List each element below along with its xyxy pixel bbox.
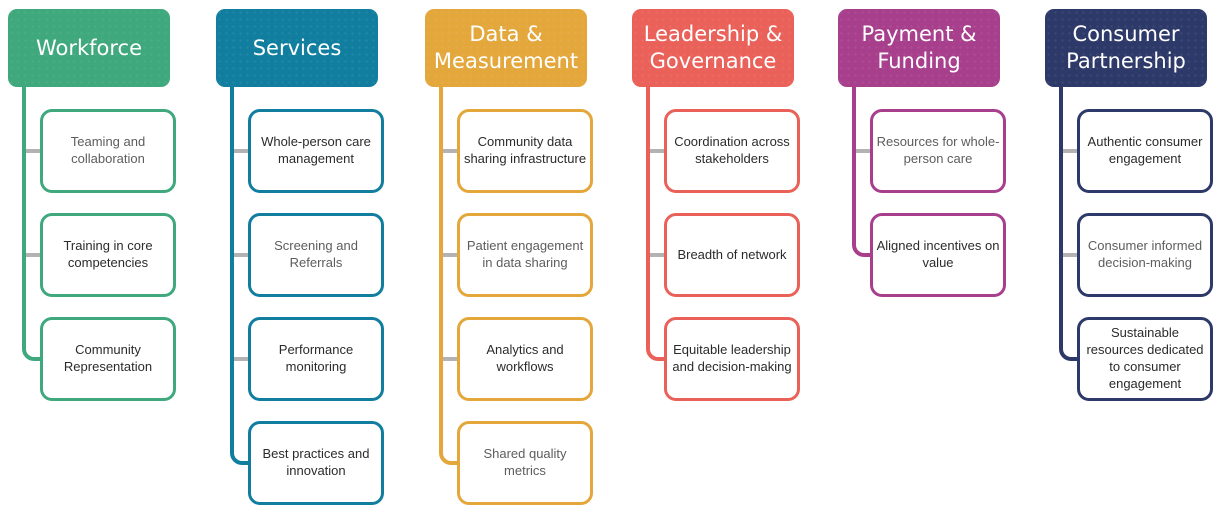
connector-stub [24, 253, 42, 257]
category-column-1: Workforce Teaming and collaboration Trai… [8, 0, 208, 521]
category-column-5: Payment & Funding Resources for whole-pe… [838, 0, 1038, 521]
category-header: Workforce [8, 9, 170, 87]
connector-elbow [852, 87, 874, 257]
connector-stub [24, 149, 42, 153]
connector-stub [232, 357, 250, 361]
category-column-6: Consumer Partnership Authentic consumer … [1045, 0, 1223, 521]
subtopic-label: Aligned incentives on value [876, 238, 1000, 270]
connector-stub [648, 149, 666, 153]
connector-elbow [22, 87, 44, 361]
subtopic-box: Equitable leadership and decision-making [664, 317, 800, 401]
category-title: Payment & Funding [861, 22, 977, 73]
subtopic-label: Resources for whole-person care [876, 134, 1000, 166]
subtopic-label: Whole-person care management [261, 134, 371, 166]
connector-elbow [230, 87, 252, 465]
subtopic-label: Training in core competencies [63, 238, 153, 270]
subtopic-label: Screening and Referrals [274, 238, 358, 270]
category-column-3: Data & Measurement Community data sharin… [425, 0, 625, 521]
category-header: Payment & Funding [838, 9, 1000, 87]
subtopic-box: Performance monitoring [248, 317, 384, 401]
connector-elbow [439, 87, 461, 465]
subtopic-label: Community Representation [63, 342, 153, 374]
subtopic-box: Sustainable resources dedicated to consu… [1077, 317, 1213, 401]
subtopic-box: Authentic consumer engagement [1077, 109, 1213, 193]
subtopic-label: Best practices and innovation [262, 446, 370, 478]
category-header: Leadership & Governance [632, 9, 794, 87]
subtopic-label: Breadth of network [677, 246, 787, 262]
connector-stub [232, 149, 250, 153]
subtopic-box: Patient engagement in data sharing [457, 213, 593, 297]
subtopic-label: Patient engagement in data sharing [466, 238, 584, 270]
connector-elbow [1059, 87, 1081, 361]
category-title: Consumer Partnership [1066, 22, 1186, 73]
subtopic-label: Coordination across stakeholders [674, 134, 790, 166]
subtopic-box: Community Representation [40, 317, 176, 401]
category-title: Services [252, 35, 342, 60]
subtopic-box: Training in core competencies [40, 213, 176, 297]
subtopic-label: Teaming and collaboration [70, 134, 146, 166]
connector-stub [1061, 253, 1079, 257]
connector-stub [854, 149, 872, 153]
category-header: Consumer Partnership [1045, 9, 1207, 87]
subtopic-box: Best practices and innovation [248, 421, 384, 505]
subtopic-box: Resources for whole-person care [870, 109, 1006, 193]
subtopic-box: Community data sharing infrastructure [457, 109, 593, 193]
category-title: Leadership & Governance [643, 22, 783, 73]
subtopic-box: Aligned incentives on value [870, 213, 1006, 297]
category-header: Services [216, 9, 378, 87]
connector-elbow [646, 87, 668, 361]
connector-stub [441, 253, 459, 257]
category-title: Workforce [35, 35, 143, 60]
category-column-2: Services Whole-person care management Sc… [216, 0, 416, 521]
subtopic-box: Coordination across stakeholders [664, 109, 800, 193]
subtopic-box: Breadth of network [664, 213, 800, 297]
subtopic-label: Sustainable resources dedicated to consu… [1086, 325, 1204, 391]
subtopic-box: Consumer informed decision-making [1077, 213, 1213, 297]
subtopic-label: Shared quality metrics [483, 446, 567, 478]
subtopic-label: Community data sharing infrastructure [463, 134, 587, 166]
connector-stub [441, 357, 459, 361]
subtopic-label: Analytics and workflows [486, 342, 564, 374]
subtopic-label: Authentic consumer engagement [1087, 134, 1203, 166]
subtopic-box: Whole-person care management [248, 109, 384, 193]
connector-stub [1061, 149, 1079, 153]
subtopic-box: Shared quality metrics [457, 421, 593, 505]
subtopic-box: Teaming and collaboration [40, 109, 176, 193]
category-title: Data & Measurement [433, 22, 579, 73]
subtopic-box: Analytics and workflows [457, 317, 593, 401]
subtopic-label: Equitable leadership and decision-making [672, 342, 792, 374]
category-column-4: Leadership & Governance Coordination acr… [632, 0, 832, 521]
category-header: Data & Measurement [425, 9, 587, 87]
subtopic-label: Consumer informed decision-making [1087, 238, 1203, 270]
connector-stub [232, 253, 250, 257]
connector-stub [648, 253, 666, 257]
connector-stub [441, 149, 459, 153]
subtopic-label: Performance monitoring [278, 342, 354, 374]
subtopic-box: Screening and Referrals [248, 213, 384, 297]
